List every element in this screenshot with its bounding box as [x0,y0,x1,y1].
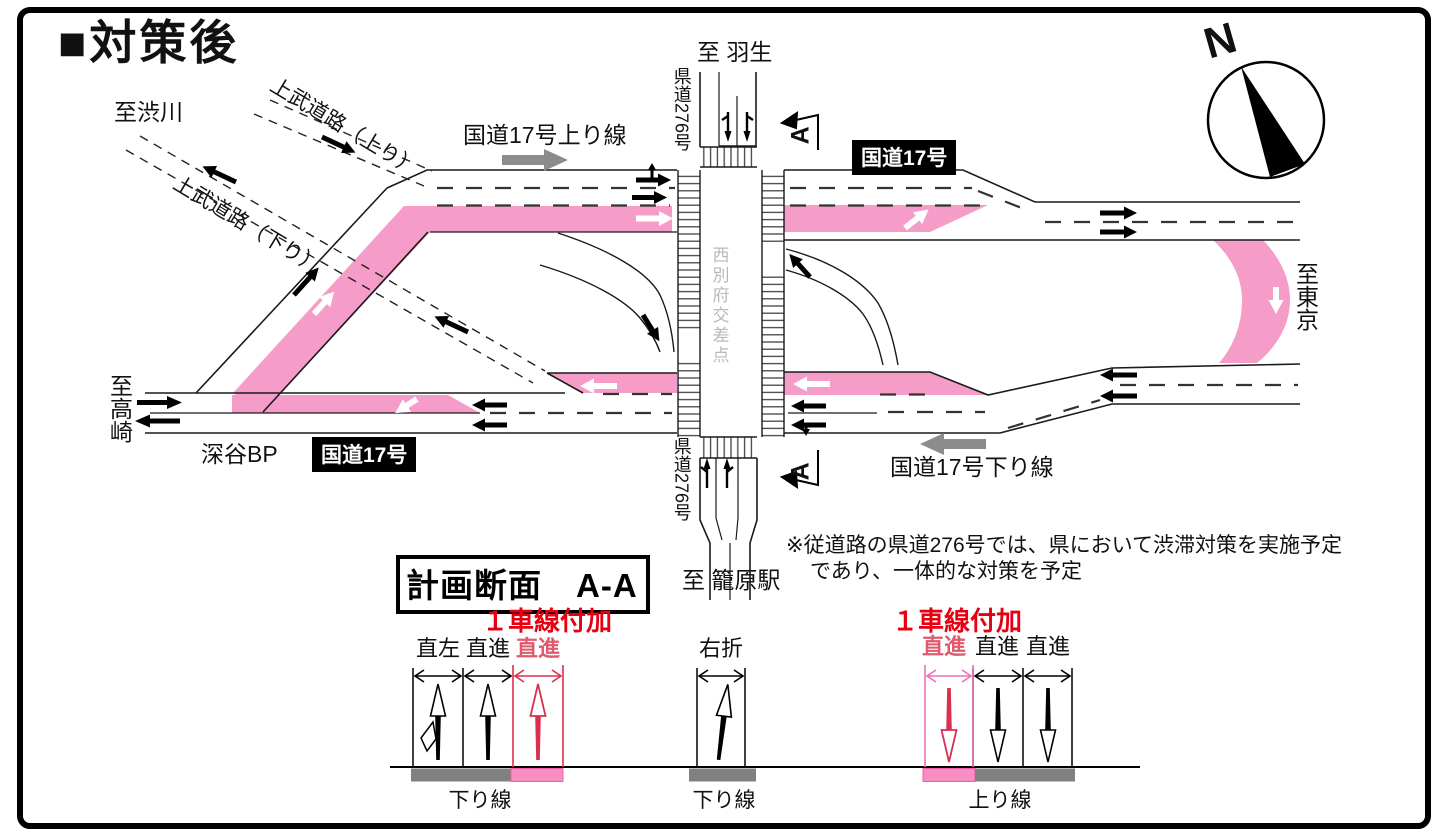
page-title: ■対策後 [58,16,240,69]
label-to-hanyu: 至 羽生 [697,39,773,65]
lane-marking-arrows [420,683,1057,763]
north-compass-icon [1206,60,1326,180]
jobu-road-dashed [125,99,546,384]
outer-border [17,7,1431,829]
lane-label-straight: 直進 [465,636,511,661]
lane-added-label-east: １車線付加 [892,606,1023,636]
label-to-shibukawa: 至渋川 [114,99,183,125]
label-to-takasaki: 至高崎 [106,374,133,443]
added-lane-pink-fills [232,205,1290,413]
note-line-2: であり、一体的な対策を予定 [810,560,1082,583]
ground-bars [411,768,1075,782]
lane-label-straight-added: 直進 [921,634,967,659]
section-marker-south: A [786,462,815,481]
road-outlines [145,72,1301,600]
lane-added-label-west: １車線付加 [482,606,613,636]
u-turn-lane [1213,240,1290,363]
section-marker-north: A [786,126,815,145]
route17-down-direction-arrow [920,433,986,455]
note-line-1: ※従道路の県道276号では、県において渋滞対策を実施予定 [786,534,1343,557]
route17-badge-east: 国道17号 [852,140,957,175]
route17-up-direction-arrow [502,149,568,171]
lane-label-straight-left: 直左 [415,636,461,661]
cross-section [390,665,1140,782]
lane-dashes [437,186,1298,430]
lane-label-straight: 直進 [974,634,1020,659]
label-fukaya-bp: 深谷BP [201,441,278,467]
lane-label-straight-added: 直進 [515,636,561,661]
label-to-kagohara: 至 籠原駅 [682,567,781,593]
section-title-box: 計画断面 A-A [396,555,650,614]
label-route17-down-line: 国道17号下り線 [890,454,1054,480]
flow-arrows-black [135,112,1137,488]
carriageway-label-down-west: 下り線 [448,789,512,812]
label-kendo276-north: 県道276号 [671,67,692,152]
carriageway-label-down-turn: 下り線 [692,789,756,812]
lane-label-straight: 直進 [1025,634,1071,659]
carriageway-label-up: 上り線 [968,789,1032,812]
direction-arrows-gray [502,149,986,455]
lane-label-right-turn: 右折 [698,636,744,661]
label-intersection-name: 西別府交差点 [709,246,729,366]
label-to-tokyo: 至東京 [1292,262,1319,331]
label-kendo276-south: 県道276号 [671,437,692,522]
crosswalks [677,146,785,459]
route17-badge-west: 国道17号 [312,437,417,472]
section-cut-markers [779,111,819,489]
label-route17-up-line: 国道17号上り線 [463,122,627,148]
flow-arrows-white [311,209,1284,414]
